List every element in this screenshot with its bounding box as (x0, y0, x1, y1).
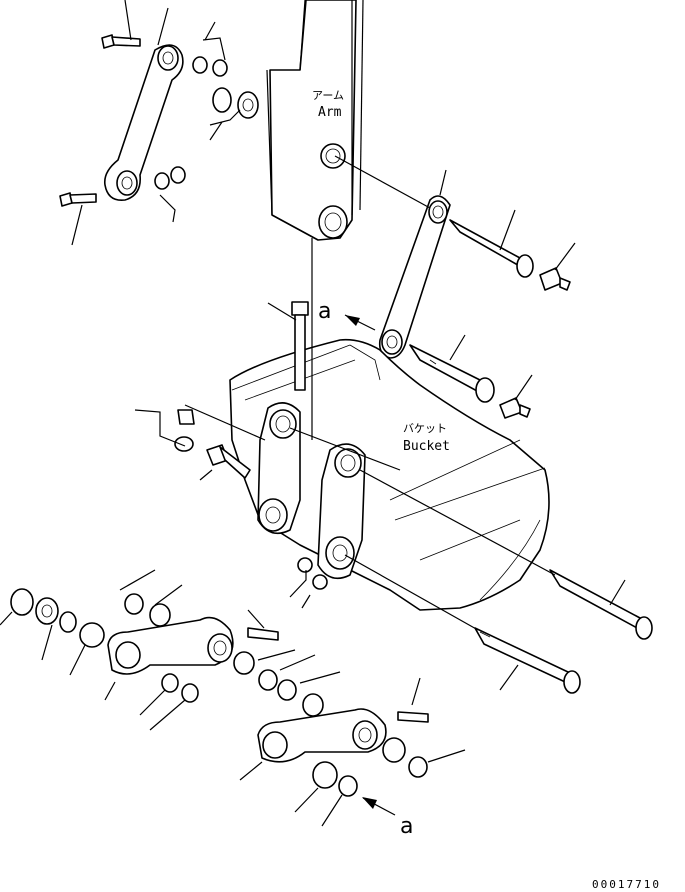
reference-a-bottom: a (362, 797, 413, 839)
drawing-number: 00017710 (592, 878, 661, 891)
arm-label-jp: アーム (312, 89, 344, 102)
bucket: バケット Bucket (134, 238, 653, 694)
top-link-assembly (59, 0, 259, 246)
lower-link-assembly (0, 569, 466, 827)
bucket-label-jp: バケット (403, 422, 447, 435)
ref-a-bottom-label: a (400, 814, 413, 839)
reference-a-top: a (318, 299, 376, 331)
ref-a-top-label: a (318, 299, 331, 324)
arm-label-en: Arm (318, 105, 342, 120)
bucket-label-en: Bucket (403, 439, 450, 454)
arm: アーム Arm (266, 0, 364, 241)
